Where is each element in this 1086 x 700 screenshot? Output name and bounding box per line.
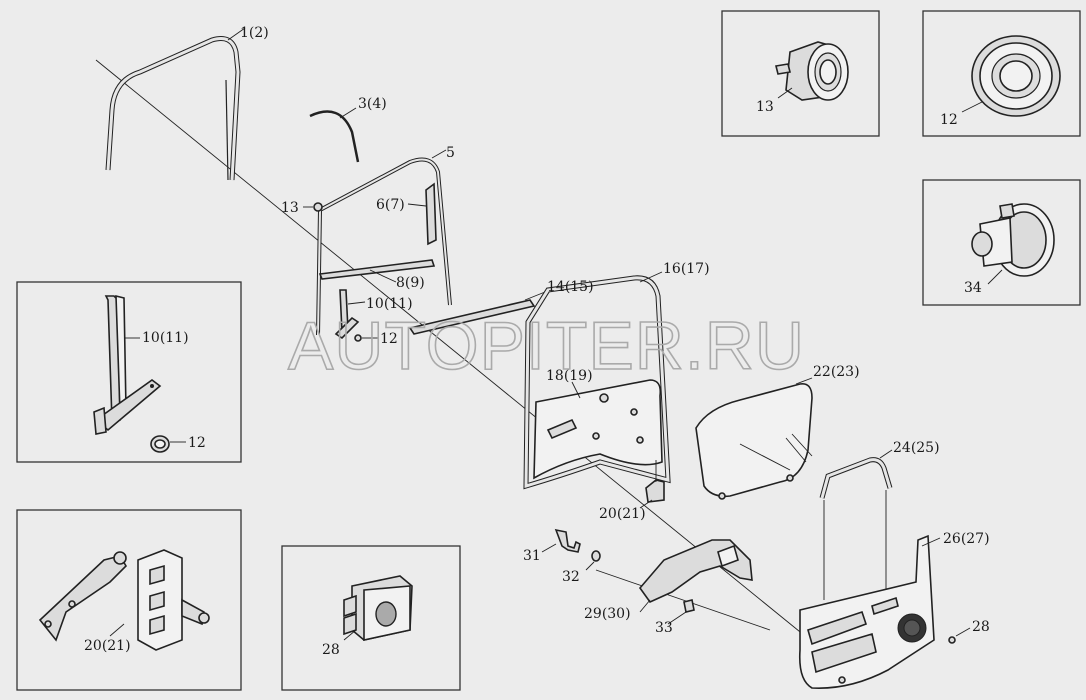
part-door-glass[interactable] (695, 377, 813, 500)
label-31: 31 (523, 548, 541, 564)
detail-clip-28[interactable] (343, 575, 413, 641)
detail-part-13[interactable] (775, 41, 849, 101)
label-20-21-detail: 20(21) (84, 638, 131, 654)
part-washer-32[interactable] (585, 550, 601, 571)
part-door-weatherstrip[interactable] (523, 271, 671, 490)
label-12-box: 12 (940, 112, 958, 128)
label-12-detail: 12 (188, 435, 206, 451)
detail-grommet-12[interactable] (150, 435, 186, 453)
part-bolt-31[interactable] (541, 528, 581, 553)
label-13-detail: 13 (756, 99, 774, 115)
label-34: 34 (964, 280, 982, 296)
part-door-trim-panel[interactable] (798, 534, 941, 689)
part-inner-door-panel[interactable] (533, 379, 663, 480)
label-3-4: 3(4) (358, 96, 387, 112)
part-clip-13[interactable] (303, 202, 323, 212)
label-10-11: 10(11) (366, 296, 413, 312)
label-24-25: 24(25) (893, 440, 940, 456)
detail-box-hinge (16, 509, 242, 691)
label-14-15: 14(15) (547, 279, 594, 295)
part-screw-28-main[interactable] (948, 627, 971, 644)
label-18-19: 18(19) (546, 368, 593, 384)
detail-part-12[interactable] (961, 35, 1061, 117)
reference-line (95, 59, 811, 641)
label-32: 32 (562, 569, 580, 585)
part-grommet-12-main[interactable] (354, 334, 378, 342)
label-26-27: 26(27) (943, 531, 990, 547)
part-window-guide[interactable] (407, 182, 437, 246)
part-rear-channel[interactable] (334, 289, 366, 340)
detail-rear-channel[interactable] (93, 294, 162, 435)
part-belt-strip[interactable] (318, 259, 436, 283)
part-window-run-channel[interactable] (316, 149, 452, 336)
detail-part-34[interactable] (971, 203, 1055, 285)
label-10-11-detail: 10(11) (142, 330, 189, 346)
label-13: 13 (281, 200, 299, 216)
label-5: 5 (446, 145, 455, 161)
part-curved-seal[interactable] (309, 107, 360, 163)
label-20-21: 20(21) (599, 506, 646, 522)
label-16-17: 16(17) (663, 261, 710, 277)
part-outer-belt-strip[interactable] (408, 291, 546, 335)
label-33: 33 (655, 620, 673, 636)
label-28-main: 28 (972, 619, 990, 635)
label-22-23: 22(23) (813, 364, 860, 380)
label-6-7: 6(7) (376, 197, 405, 213)
part-inner-bracket[interactable] (638, 539, 753, 613)
label-29-30: 29(30) (584, 606, 631, 622)
label-8-9: 8(9) (396, 275, 425, 291)
label-1-2: 1(2) (240, 25, 269, 41)
detail-hinge[interactable] (38, 549, 210, 651)
part-door-frame-molding[interactable] (105, 27, 246, 181)
part-stud-33[interactable] (667, 599, 695, 625)
label-12: 12 (380, 331, 398, 347)
watermark: AUTOPITER.RU (288, 308, 805, 384)
label-28-detail: 28 (322, 642, 340, 658)
detail-box-rear-channel (16, 281, 242, 463)
reference-line-2 (595, 569, 771, 631)
part-pull-handle[interactable] (819, 449, 893, 600)
part-hinge-main[interactable] (639, 460, 665, 509)
